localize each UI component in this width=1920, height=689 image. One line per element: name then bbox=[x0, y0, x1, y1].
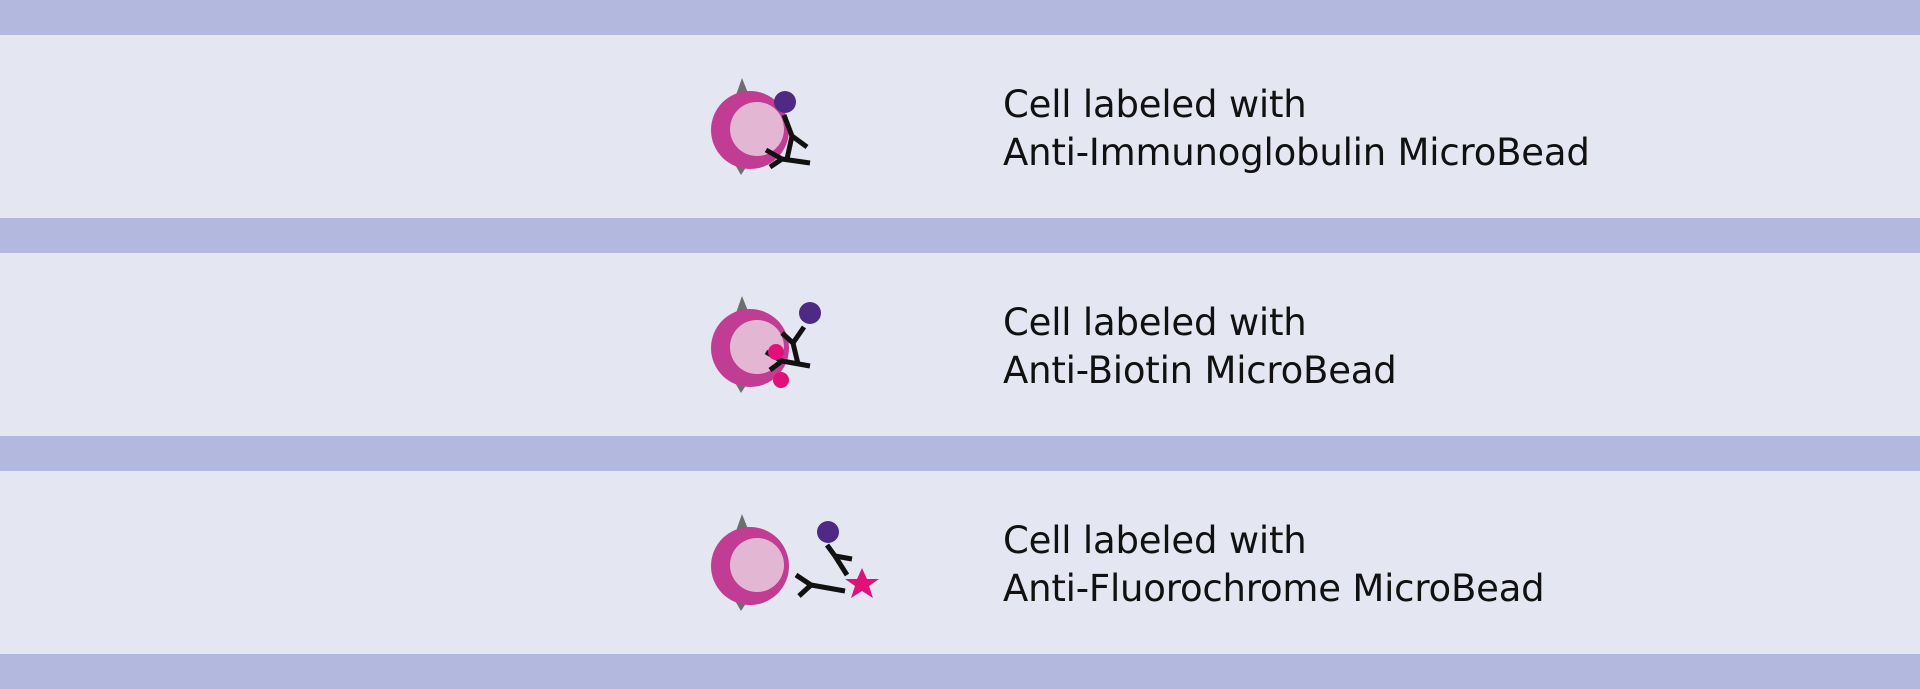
microbead-antibody bbox=[824, 543, 853, 577]
caption-line-1: Cell labeled with bbox=[1003, 519, 1307, 562]
biotin-tag-top bbox=[768, 344, 784, 360]
receptor-spike-top bbox=[736, 296, 748, 313]
fluorochrome-star-icon bbox=[845, 568, 879, 598]
cell-nucleus bbox=[730, 320, 784, 374]
caption-line-2: Anti-Biotin MicroBead bbox=[1003, 349, 1397, 392]
biotin-tag-bottom bbox=[773, 372, 789, 388]
caption-line-1: Cell labeled with bbox=[1003, 301, 1307, 344]
caption: Cell labeled with Anti-Fluorochrome Micr… bbox=[1003, 517, 1545, 613]
cell-nucleus bbox=[730, 102, 784, 156]
cell-nucleus bbox=[730, 538, 784, 592]
anti-immunoglobulin-illustration bbox=[711, 78, 811, 175]
microbead-antibody bbox=[780, 325, 807, 365]
row-anti-biotin: Cell labeled with Anti-Biotin MicroBead bbox=[0, 253, 1920, 436]
microbead-antibody bbox=[781, 114, 809, 160]
receptor-spike-top bbox=[736, 514, 748, 531]
caption-line-2: Anti-Immunoglobulin MicroBead bbox=[1003, 131, 1590, 174]
caption: Cell labeled with Anti-Immunoglobulin Mi… bbox=[1003, 81, 1590, 177]
anti-fluorochrome-illustration bbox=[711, 514, 879, 611]
caption-line-2: Anti-Fluorochrome MicroBead bbox=[1003, 567, 1545, 610]
receptor-spike-top bbox=[736, 78, 748, 95]
microbead bbox=[774, 91, 796, 113]
anti-biotin-illustration bbox=[711, 296, 821, 393]
row-anti-immunoglobulin: Cell labeled with Anti-Immunoglobulin Mi… bbox=[0, 35, 1920, 218]
row-anti-fluorochrome: Cell labeled with Anti-Fluorochrome Micr… bbox=[0, 471, 1920, 654]
microbead bbox=[799, 302, 821, 324]
primary-antibody bbox=[794, 572, 846, 598]
primary-antibody bbox=[764, 147, 811, 170]
caption: Cell labeled with Anti-Biotin MicroBead bbox=[1003, 299, 1397, 395]
caption-line-1: Cell labeled with bbox=[1003, 83, 1307, 126]
microbead bbox=[817, 521, 839, 543]
